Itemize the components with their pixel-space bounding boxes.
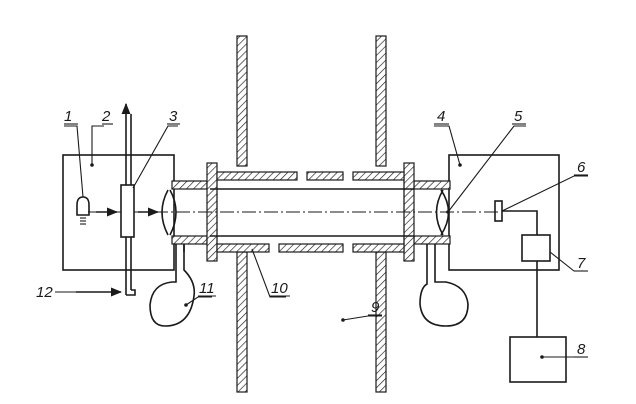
label-2: 2 (101, 108, 111, 125)
label-6: 6 (577, 159, 586, 176)
left-fan-icon (149, 244, 196, 327)
filter-slide (120, 102, 136, 296)
label-7: 7 (577, 255, 586, 272)
vertical-duct (236, 35, 387, 393)
label-1: 1 (64, 108, 72, 125)
label-9: 9 (371, 299, 380, 316)
right-fan-icon (419, 244, 469, 327)
label-11: 11 (199, 280, 215, 297)
right-chamber (448, 154, 560, 271)
label-12: 12 (36, 284, 53, 301)
detector-icon (494, 200, 503, 222)
label-5: 5 (514, 108, 523, 125)
leader-lines (55, 125, 588, 358)
left-lens-back (161, 189, 169, 236)
label-4: 4 (437, 108, 445, 125)
left-lens (169, 189, 177, 236)
amplifier-box (521, 234, 551, 262)
label-8: 8 (577, 341, 586, 358)
detector-wire (502, 210, 538, 235)
recorder-box (509, 336, 567, 383)
label-3: 3 (169, 108, 178, 125)
lamp-icon (76, 196, 90, 225)
left-chamber (62, 154, 175, 271)
label-10: 10 (271, 280, 288, 297)
right-lens-back (435, 189, 444, 236)
